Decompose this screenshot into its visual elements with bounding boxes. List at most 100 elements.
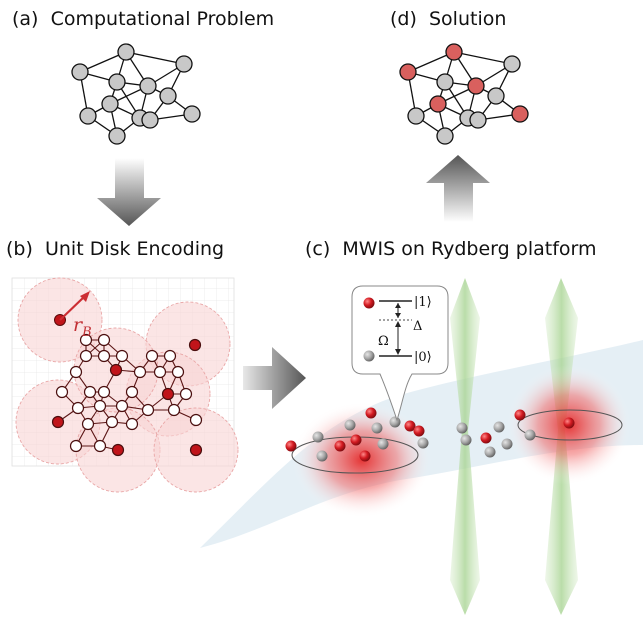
blockade-ring-right [517,409,623,441]
encoding-node [145,349,159,363]
solution-graph-node [469,111,487,129]
ground-atom [316,450,328,462]
excited-state-label: |1⟩ [414,295,432,310]
blockade-radius-arrowhead [80,291,90,302]
encoding-node [171,365,185,379]
solution-graph-node [399,63,417,81]
problem-graph-node [139,77,157,95]
problem-graph-node [141,111,159,129]
solution-graph-node [445,43,463,61]
ground-atom [344,419,356,431]
solution-graph-node [436,73,454,91]
rydberg-atom [514,409,526,421]
encoding-node [115,349,129,363]
ground-atom [501,438,513,450]
solution-graph-edge [453,51,513,65]
panel-title-d: Solution [428,8,507,30]
encoding-node [189,443,203,457]
problem-graph-node [108,73,126,91]
encoding-node [141,403,155,417]
rydberg-atom [413,425,425,437]
problem-graph-node [71,63,89,81]
ground-atom [377,438,389,450]
encoding-node [79,333,93,347]
level-atom-red [363,297,375,309]
panel-title-a: Computational Problem [50,8,275,30]
panel-tag-b: (b) [6,238,33,260]
detuning-label: Δ [413,319,422,334]
encoding-node [115,399,129,413]
encoding-nodes [51,314,203,457]
solution-graph-node [503,55,521,73]
panel-title-b: Unit Disk Encoding [44,238,225,260]
rabi-arrowhead-up [395,321,401,327]
encoding-node [161,387,175,401]
encoding-node [125,385,139,399]
rabi-label: Ω [378,334,389,349]
problem-graph [71,43,201,145]
encoding-node [93,399,107,413]
level-callout [351,285,449,422]
rydberg-atom [563,417,575,429]
solution-graph-node [436,127,454,145]
rydberg-atom [359,450,371,462]
rydberg-atom [480,432,492,444]
encoding-node [188,338,202,352]
solution-graph [399,43,529,145]
encoding-node [69,439,83,453]
encoding-node [153,365,167,379]
panel-label-d: (d) Solution [390,8,506,30]
encoding-node [97,385,111,399]
encoding-node [105,415,119,429]
problem-graph-node [101,95,119,113]
panel-tag-d: (d) [390,8,417,30]
encoding-node [125,417,139,431]
problem-graph-edge [125,51,185,65]
panel-label-a: (a) Computational Problem [12,8,274,30]
solution-graph-node [467,77,485,95]
panel-title-c: MWIS on Rydberg platform [342,238,597,260]
encoding-node [97,349,111,363]
panel-tag-a: (a) [12,8,39,30]
panel-label-c: (c) MWIS on Rydberg platform [305,238,597,260]
level-atom-gray [363,350,375,362]
encoding-node [111,443,125,457]
encoding-node [167,403,181,417]
encoding-node [79,349,93,363]
encoding-node [83,385,97,399]
encoding-node [189,413,203,427]
ground-atom [456,422,468,434]
encoding-node [51,415,65,429]
rabi-arrowhead-down [395,349,401,355]
encoding-node [69,365,83,379]
rydberg-atom [365,407,377,419]
solution-graph-node [407,107,425,125]
solution-graph-node [487,87,505,105]
arrow-a-to-b [97,158,161,226]
rydberg-atom [334,440,346,452]
problem-graph-node [79,107,97,125]
solution-graph-node [429,95,447,113]
encoding-node [163,349,177,363]
panel-tag-c: (c) [305,238,331,260]
detuning-arrowhead-down [395,313,401,318]
encoding-node [133,365,147,379]
encoding-node [55,385,69,399]
rydberg-atom [404,420,416,432]
laser-beam-left [450,278,480,615]
problem-graph-node [108,127,126,145]
atoms [285,407,575,462]
ground-state-label: |0⟩ [414,350,432,365]
arrow-c-to-d [426,155,490,222]
problem-graph-node [117,43,135,61]
problem-graph-node [183,105,201,123]
blockade-radius-arrow [59,295,86,321]
ground-atom [460,434,472,446]
problem-graph-node [175,55,193,73]
ground-atom [312,431,324,443]
ground-atom [493,421,505,433]
problem-graph-node [159,87,177,105]
ground-atom [484,446,496,458]
